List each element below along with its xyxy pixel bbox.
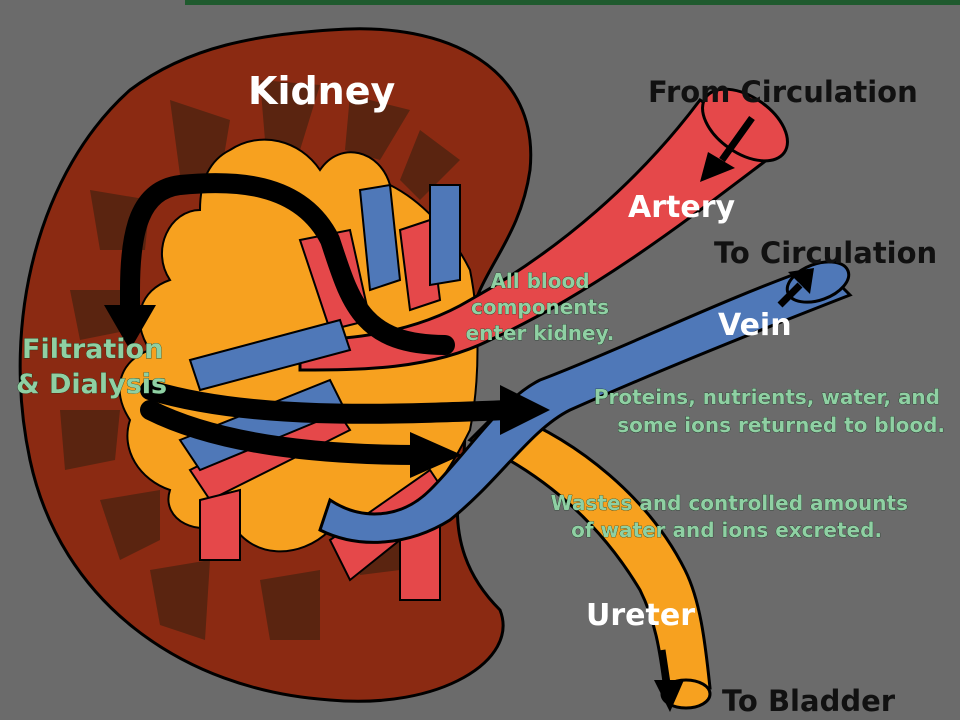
filtration-label-line2: & Dialysis <box>16 369 167 400</box>
all-blood-label-line3: enter kidney. <box>466 321 615 345</box>
wastes-label-line1: Wastes and controlled amounts <box>551 491 908 515</box>
filtration-label-line1: Filtration <box>22 334 163 365</box>
ureter-outflow-arrowhead <box>654 680 684 712</box>
arrowheads <box>104 115 814 712</box>
return-arrowhead <box>500 385 550 435</box>
artery-label: Artery <box>628 190 735 225</box>
vein-label: Vein <box>718 308 792 343</box>
vein-outflow-arrow <box>777 282 803 308</box>
artery-inflow-arrow <box>719 115 755 163</box>
wastes-label-line2: of water and ions excreted. <box>571 518 882 542</box>
proteins-label-line1: Proteins, nutrients, water, and <box>594 385 940 409</box>
excrete-arrowhead <box>410 432 462 478</box>
vein-outflow-arrowhead <box>788 268 814 294</box>
return-arrow-shaft <box>140 380 520 424</box>
all-blood-label-line1: All blood <box>490 269 589 293</box>
to-circulation-label: To Circulation <box>714 236 937 270</box>
loop-arrow <box>120 173 455 355</box>
proteins-label-line2: some ions returned to blood. <box>617 413 945 437</box>
from-circulation-label: From Circulation <box>648 75 918 109</box>
artery-inflow-arrowhead <box>700 152 735 182</box>
flow-arrows <box>120 173 520 465</box>
to-bladder-label: To Bladder <box>722 684 896 718</box>
kidney-label: Kidney <box>248 69 395 113</box>
ureter-label: Ureter <box>586 598 695 633</box>
excrete-arrow-shaft <box>140 400 430 465</box>
loop-arrowhead <box>104 305 156 350</box>
all-blood-label-line2: components <box>471 295 609 319</box>
top-accent-bar <box>185 0 960 5</box>
